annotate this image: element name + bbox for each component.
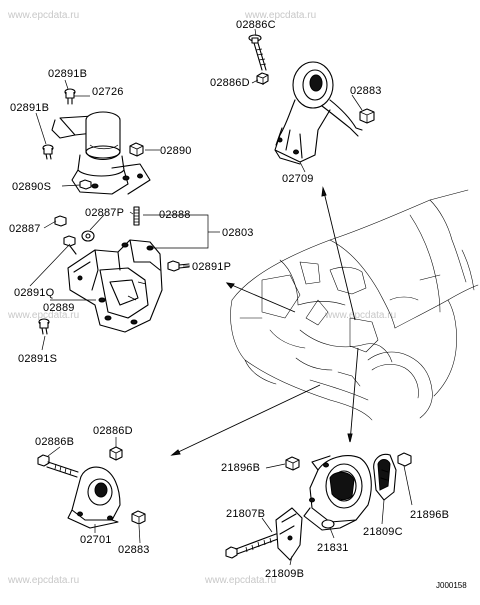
bolt-21807b	[225, 533, 279, 559]
engine-mount-02701	[67, 466, 121, 529]
bolt-02891q	[63, 235, 77, 255]
bolt-02886c	[248, 34, 267, 71]
nut-02886d-top	[256, 72, 269, 85]
label-02891b: 02891B	[10, 102, 49, 114]
bolt-02891b-lower	[42, 144, 54, 160]
label-02887p: 02887P	[85, 207, 124, 219]
nut-02886d-bottom	[109, 446, 123, 461]
label-02883: 02883	[350, 85, 382, 97]
stud-02888	[133, 206, 140, 226]
nut-02890s	[79, 179, 92, 190]
bolt-02891p	[167, 260, 190, 272]
label-21831: 21831	[317, 542, 349, 554]
label-02891s: 02891S	[18, 353, 57, 365]
watermark: www.epcdata.ru	[7, 10, 79, 21]
lower-right-mount-group	[225, 452, 413, 566]
label-21807b: 21807B	[226, 508, 265, 520]
watermark: www.epcdata.ru	[204, 575, 276, 586]
watermarks: www.epcdata.ru www.epcdata.ru www.epcdat…	[7, 10, 396, 586]
insulator-02726	[51, 111, 151, 195]
label-02726: 02726	[92, 86, 124, 98]
label-02709: 02709	[282, 173, 314, 185]
label-02891b: 02891B	[48, 68, 87, 80]
watermark: www.epcdata.ru	[244, 10, 316, 21]
nut-02890	[129, 142, 144, 157]
washer-02887p	[81, 230, 95, 242]
stopper-21809b	[275, 507, 303, 561]
label-02891p: 02891P	[192, 261, 231, 273]
nut-02883-bottom	[131, 510, 146, 525]
label-02890s: 02890S	[12, 181, 51, 193]
insulator-21831	[303, 455, 372, 531]
label-02883: 02883	[118, 544, 150, 556]
watermark: www.epcdata.ru	[7, 575, 79, 586]
stopper-21809c	[373, 453, 397, 501]
front-insulator-group	[35, 79, 160, 195]
label-02887: 02887	[9, 223, 41, 235]
watermark: www.epcdata.ru	[324, 310, 396, 321]
callout-arrows	[170, 186, 359, 456]
label-02890: 02890	[160, 145, 192, 157]
label-02886d: 02886D	[93, 425, 133, 437]
label-02701: 02701	[80, 534, 112, 546]
watermark: www.epcdata.ru	[7, 310, 79, 321]
label-02886c: 02886C	[236, 19, 276, 31]
bolt-02891s	[38, 318, 50, 335]
label-02889: 02889	[43, 302, 75, 314]
label-21809c: 21809C	[363, 526, 403, 538]
nut-21896b-right	[397, 452, 412, 467]
bolt-02886b-left	[37, 454, 79, 478]
engine-mount-bracket-02709	[274, 61, 363, 165]
nut-21896b-left	[285, 456, 300, 471]
label-02803: 02803	[222, 227, 254, 239]
label-02888: 02888	[159, 209, 191, 221]
vehicle-body-outline	[230, 189, 479, 421]
bracket-02803	[67, 239, 163, 333]
label-21896b: 21896B	[221, 462, 260, 474]
upper-mount-bracket-group	[248, 28, 375, 173]
label-21896b: 21896B	[410, 509, 449, 521]
label-02891q: 02891Q	[14, 287, 55, 299]
nut-02887	[54, 215, 67, 227]
label-21809b: 21809B	[265, 568, 304, 580]
part-number-labels: 02886C 02886D 02883 02709 02891B 02726 0…	[9, 19, 467, 590]
lower-left-mount-group	[37, 437, 146, 544]
nut-02883-top	[359, 108, 375, 124]
bolt-02891b-upper	[64, 88, 76, 105]
reference-code: J000158	[436, 581, 467, 590]
label-02886b: 02886B	[35, 436, 74, 448]
transmission-bracket-group	[29, 206, 220, 351]
label-02886d: 02886D	[210, 77, 250, 89]
